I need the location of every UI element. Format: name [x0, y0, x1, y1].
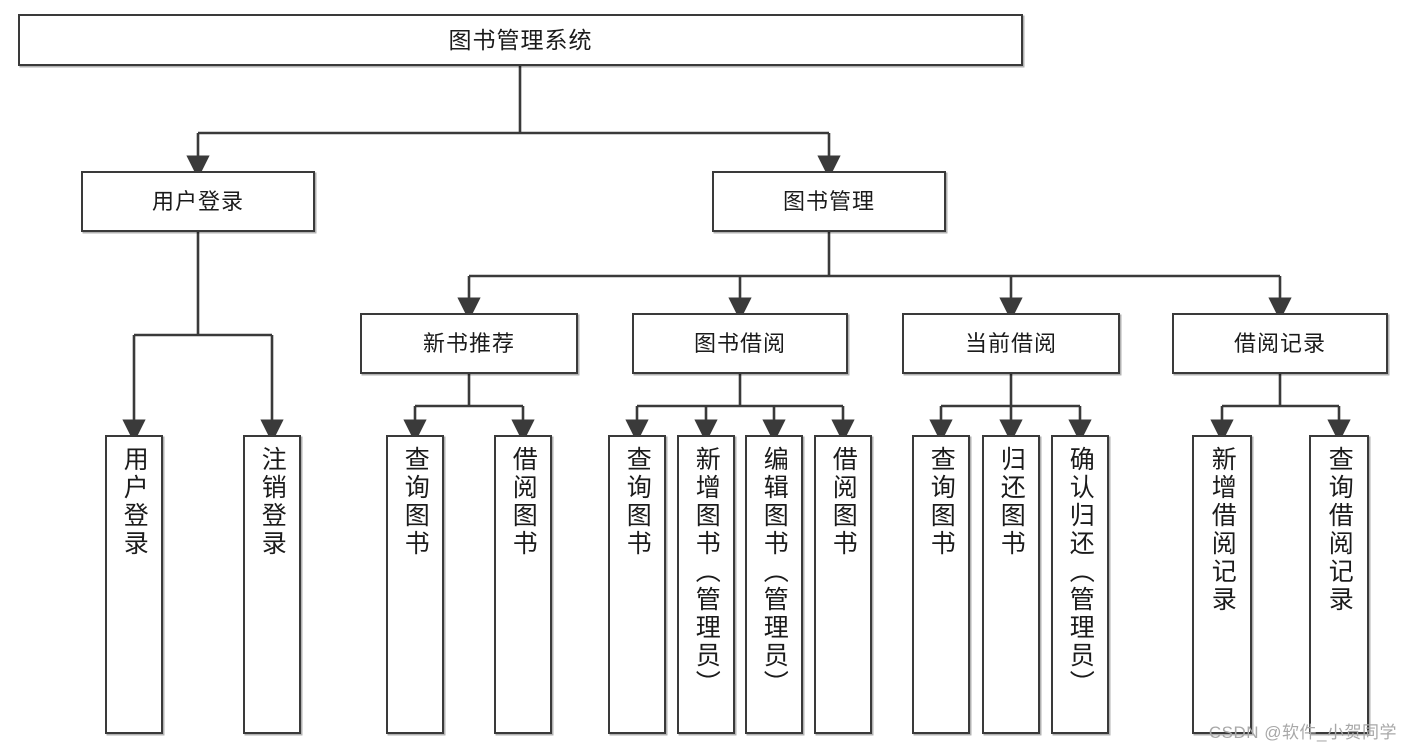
node-label: 新书推荐	[422, 330, 515, 356]
node-label: 编辑图书（管理员）	[760, 446, 789, 698]
node-label: 注销登录	[258, 446, 287, 558]
node-label: 新增借阅记录	[1208, 446, 1237, 614]
node-current-borrow[interactable]: 当前借阅	[902, 313, 1120, 374]
node-book-manage[interactable]: 图书管理	[712, 171, 946, 232]
node-leaf-user-login[interactable]: 用户登录	[105, 435, 163, 734]
node-label: 查询图书	[623, 446, 652, 558]
node-leaf-query-book-2[interactable]: 查询图书	[608, 435, 666, 734]
node-label: 新增图书（管理员）	[692, 446, 721, 698]
node-leaf-confirm-return[interactable]: 确认归还（管理员）	[1051, 435, 1109, 734]
node-label: 借阅图书	[509, 446, 538, 558]
node-label: 图书管理系统	[448, 26, 593, 53]
node-label: 借阅记录	[1233, 330, 1326, 356]
node-leaf-query-record[interactable]: 查询借阅记录	[1309, 435, 1369, 734]
node-leaf-return-book[interactable]: 归还图书	[982, 435, 1040, 734]
node-leaf-add-record[interactable]: 新增借阅记录	[1192, 435, 1252, 734]
node-leaf-add-book[interactable]: 新增图书（管理员）	[677, 435, 735, 734]
node-label: 用户登录	[120, 446, 149, 558]
node-leaf-borrow-book-1[interactable]: 借阅图书	[494, 435, 552, 734]
node-label: 查询图书	[401, 446, 430, 558]
node-label: 归还图书	[997, 446, 1026, 558]
node-borrow-record[interactable]: 借阅记录	[1172, 313, 1388, 374]
node-label: 当前借阅	[964, 330, 1057, 356]
node-root-system[interactable]: 图书管理系统	[18, 14, 1023, 66]
node-label: 查询借阅记录	[1325, 446, 1354, 614]
node-label: 图书借阅	[693, 330, 786, 356]
node-label: 图书管理	[782, 188, 875, 214]
node-leaf-edit-book[interactable]: 编辑图书（管理员）	[745, 435, 803, 734]
node-leaf-user-logout[interactable]: 注销登录	[243, 435, 301, 734]
node-leaf-query-book-3[interactable]: 查询图书	[912, 435, 970, 734]
node-label: 借阅图书	[829, 446, 858, 558]
node-new-book-recommend[interactable]: 新书推荐	[360, 313, 578, 374]
node-user-login[interactable]: 用户登录	[81, 171, 315, 232]
node-leaf-query-book-1[interactable]: 查询图书	[386, 435, 444, 734]
node-label: 用户登录	[151, 188, 244, 214]
node-label: 确认归还（管理员）	[1066, 446, 1095, 698]
node-leaf-borrow-book-2[interactable]: 借阅图书	[814, 435, 872, 734]
node-label: 查询图书	[927, 446, 956, 558]
node-book-borrow[interactable]: 图书借阅	[632, 313, 848, 374]
